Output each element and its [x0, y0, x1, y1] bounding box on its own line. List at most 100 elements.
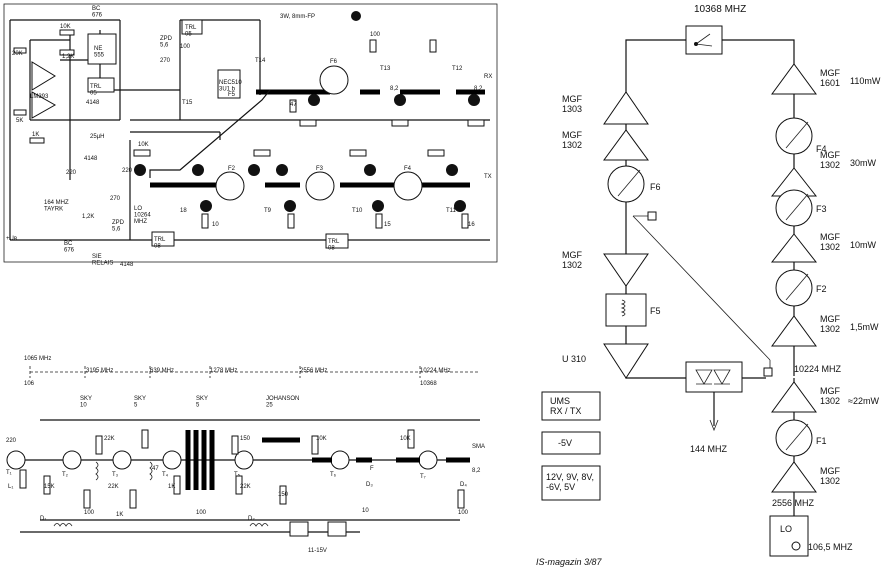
transistor-t5 [234, 450, 254, 470]
label-l1: L₁ [8, 484, 13, 490]
label-coax: 3W, 8mm-FP [280, 14, 315, 20]
label-t4: T₄ [162, 472, 169, 478]
label-lo: LO [780, 524, 792, 534]
label-lm393: LM393 [30, 94, 49, 100]
label-f6: F6 [330, 59, 338, 65]
filter-f4 [775, 117, 813, 155]
label-220: 220 [66, 170, 77, 176]
label-f: F [370, 466, 374, 472]
label-f6: F6 [650, 182, 661, 192]
label-f4: F4 [404, 166, 412, 172]
trl-box-c [151, 231, 175, 247]
label-1k-b: 1K [168, 484, 175, 490]
label-8-2: 8,2 [472, 468, 481, 474]
freq-label-639: 639 MHz [150, 368, 174, 374]
label-1-5mw: 1,5mW [850, 322, 879, 332]
lo-oscillator [769, 515, 809, 557]
freq-label-1278: 1278 MHz [210, 368, 237, 374]
rx-tx-switch [685, 25, 723, 55]
label-t1: T₁ [6, 470, 12, 476]
ne555-chip [87, 33, 117, 65]
transistor-t2 [62, 450, 82, 470]
label-100a: 100 [84, 510, 95, 516]
amp-mgf1601 [771, 63, 817, 95]
label-f2: F2 [228, 166, 236, 172]
label-t7: T₇ [420, 474, 426, 480]
label-270b: 270 [160, 58, 171, 64]
filter-f4 [393, 171, 423, 201]
transistor-t6 [330, 450, 350, 470]
nec-chip [217, 69, 241, 99]
label-f3: F3 [316, 166, 324, 172]
label-t6: T₆ [330, 472, 337, 478]
label-t5: T₅ [234, 472, 241, 478]
label-8-2b: 8,2 [390, 86, 399, 92]
label-1k: 1K [32, 132, 39, 138]
label-220b: 220 [122, 168, 133, 174]
label-47: 47 [152, 466, 159, 472]
amp-mgf1303 [603, 91, 649, 125]
filter-f1 [775, 419, 813, 457]
label-n18: 18 [180, 208, 187, 214]
amp-mgf1302-f [771, 381, 817, 413]
label-supply: 11-15V [308, 548, 327, 554]
bottom-schematic-labels: 1065 MHz 106 3195 MHz 639 MHz 1278 MHz 2… [6, 356, 485, 554]
label-d1: D₁ [40, 516, 46, 522]
label-30mw: 30mW [850, 158, 877, 168]
label-f2: F2 [816, 284, 827, 294]
label-110mw: 110mW [850, 76, 881, 86]
label-100c: 100 [458, 510, 469, 516]
label-4148b: 4148 [84, 156, 98, 162]
filter-f2 [775, 269, 813, 307]
transistor-t3 [112, 450, 132, 470]
transistor-t7 [418, 450, 438, 470]
filter-f3 [305, 171, 335, 201]
filter-f5-box [605, 293, 647, 327]
caption-magazine: IS-magazin 3/87 [536, 557, 603, 567]
legend-5v-label: -5V [558, 438, 572, 448]
label-15k: 15K [44, 484, 55, 490]
label-100b: 100 [370, 32, 381, 38]
label-t11: T11 [446, 208, 457, 214]
lm393-opamp [31, 61, 56, 91]
freq-label-1065: 1065 MHz [24, 356, 51, 362]
label-100: 100 [180, 44, 191, 50]
label-t14: T14 [255, 58, 266, 64]
filter-f3 [775, 189, 813, 227]
label-sma: SMA [472, 444, 485, 450]
label-8-2a: 8,2 [474, 86, 483, 92]
lm393-opamp-b [31, 91, 57, 119]
label-25uh: 25µH [90, 134, 104, 140]
freq-label-3195: 3195 MHz [86, 368, 113, 374]
label-10k: 10K [60, 24, 71, 30]
top-schematic [3, 3, 498, 263]
label-1-2k: 1,2K [62, 54, 74, 60]
label-47: 47 [290, 102, 297, 108]
label-1-2kb: 1,2K [82, 214, 94, 220]
label-d2: D₂ [248, 516, 255, 522]
label-t10: T10 [352, 208, 363, 214]
amp-mgf1302-e [771, 315, 817, 347]
legend-ums [541, 391, 601, 421]
